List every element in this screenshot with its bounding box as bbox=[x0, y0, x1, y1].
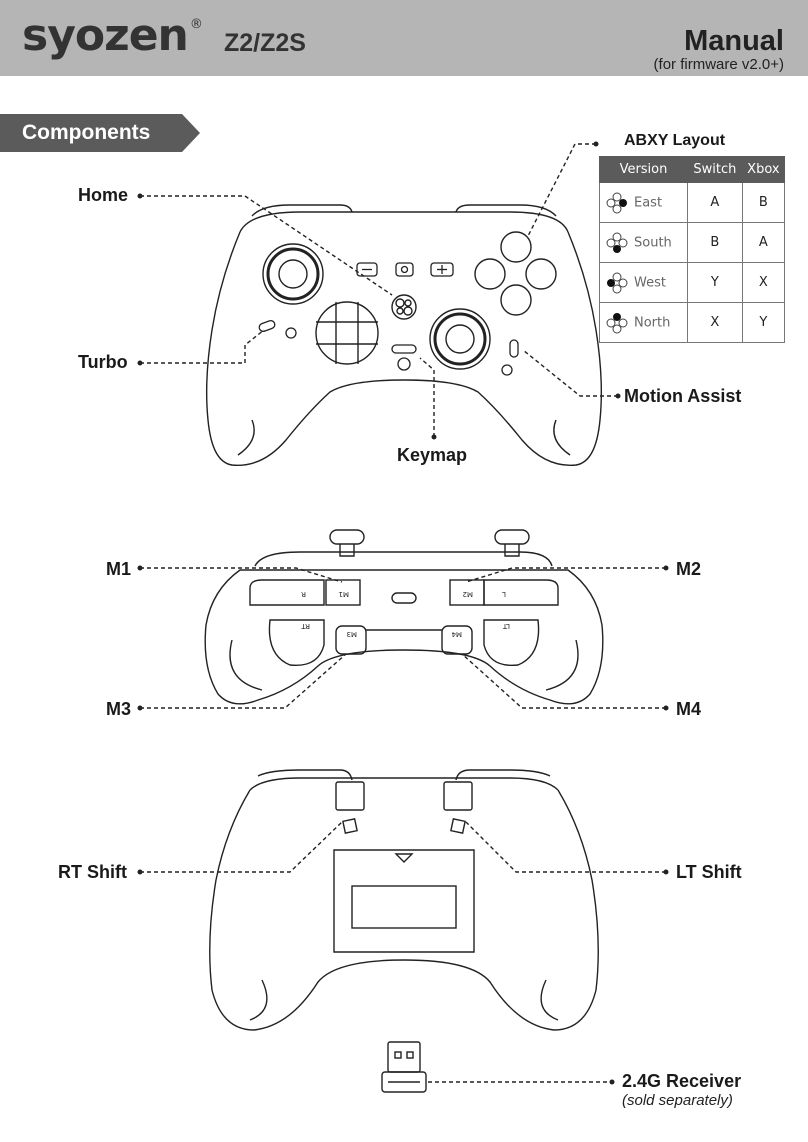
left-stick bbox=[262, 243, 324, 305]
table-cell: West bbox=[599, 262, 688, 303]
label-m1-callout: M1 bbox=[106, 559, 132, 579]
label-home: Home bbox=[78, 185, 129, 205]
table-cell: A bbox=[686, 182, 743, 223]
label-m3: M3 bbox=[347, 630, 358, 638]
label-m1: M1 bbox=[339, 590, 350, 598]
south-button-icon bbox=[606, 232, 628, 253]
west-button-icon bbox=[607, 272, 628, 293]
label-l: L bbox=[502, 590, 506, 598]
table-header: Switch bbox=[686, 156, 743, 183]
top-leader-lines bbox=[140, 567, 666, 709]
front-leader-dots bbox=[137, 141, 621, 440]
right-stick bbox=[429, 308, 491, 370]
table-header-row: Version Switch Xbox bbox=[599, 156, 786, 183]
motion-assist-button bbox=[501, 339, 519, 376]
table-cell: Y bbox=[741, 302, 786, 343]
label-r: R bbox=[301, 590, 306, 598]
table-cell: X bbox=[686, 302, 743, 343]
table-cell: A bbox=[741, 222, 786, 263]
label-lt-shift: LT Shift bbox=[676, 862, 742, 882]
table-cell: South bbox=[599, 222, 688, 263]
top-leader-dots bbox=[137, 565, 669, 711]
label-keymap: Keymap bbox=[397, 445, 468, 465]
document-title: Manual bbox=[684, 25, 784, 57]
label-m3-callout: M3 bbox=[106, 699, 132, 719]
label-m2: M2 bbox=[463, 590, 474, 598]
table-cell: North bbox=[599, 302, 688, 343]
label-receiver-note: (sold separately) bbox=[622, 1092, 733, 1109]
center-buttons bbox=[356, 262, 454, 277]
label-m2-callout: M2 bbox=[676, 559, 702, 579]
label-lt: LT bbox=[502, 622, 510, 630]
front-leader-lines bbox=[140, 143, 618, 437]
table-row: South B A bbox=[599, 222, 786, 263]
receiver-icon bbox=[381, 1041, 427, 1093]
table-header: Version bbox=[599, 156, 688, 183]
header-bar: syozen® Z2/Z2S Manual (for firmware v2.0… bbox=[0, 0, 808, 76]
firmware-note: (for firmware v2.0+) bbox=[653, 56, 784, 73]
home-button bbox=[391, 294, 417, 320]
back-leader-lines bbox=[140, 821, 666, 873]
table-cell: Y bbox=[686, 262, 743, 303]
table-cell: X bbox=[741, 262, 786, 303]
label-motion-assist: Motion Assist bbox=[624, 386, 742, 406]
face-buttons bbox=[474, 231, 557, 316]
brand-logo: syozen® bbox=[22, 10, 203, 61]
north-button-icon bbox=[606, 312, 628, 333]
section-tab-shape bbox=[0, 114, 200, 152]
table-cell: B bbox=[741, 182, 786, 223]
table-header: Xbox bbox=[741, 156, 786, 183]
top-button-labels: R M1 M2 L RT M3 M4 LT bbox=[301, 590, 510, 638]
table-row: East A B bbox=[599, 182, 786, 223]
section-title: Components bbox=[22, 121, 151, 144]
dpad bbox=[315, 301, 379, 365]
table-row: West Y X bbox=[599, 262, 786, 303]
front-controller-outline bbox=[205, 204, 603, 466]
model-name: Z2/Z2S bbox=[224, 29, 306, 57]
label-m4-callout: M4 bbox=[676, 699, 702, 719]
back-leader-dots bbox=[137, 869, 669, 875]
label-rt-shift: RT Shift bbox=[58, 862, 127, 882]
table-row: North X Y bbox=[599, 302, 786, 343]
label-m4: M4 bbox=[451, 630, 462, 638]
receiver-leader-dot bbox=[609, 1079, 615, 1085]
back-controller-outline bbox=[209, 769, 599, 1031]
label-rt: RT bbox=[301, 622, 310, 630]
east-button-icon bbox=[606, 192, 627, 213]
keymap-button bbox=[391, 344, 417, 371]
abxy-layout-title: ABXY Layout bbox=[624, 132, 726, 149]
turbo-button bbox=[258, 319, 297, 339]
section-tab-components: Components bbox=[0, 114, 200, 152]
abxy-layout-table: Version Switch Xbox East A B South B A W… bbox=[599, 156, 786, 343]
top-controller-outline bbox=[204, 529, 604, 705]
table-cell: B bbox=[686, 222, 743, 263]
label-receiver: 2.4G Receiver bbox=[622, 1071, 742, 1091]
table-cell: East bbox=[599, 182, 688, 223]
label-turbo: Turbo bbox=[78, 352, 128, 372]
